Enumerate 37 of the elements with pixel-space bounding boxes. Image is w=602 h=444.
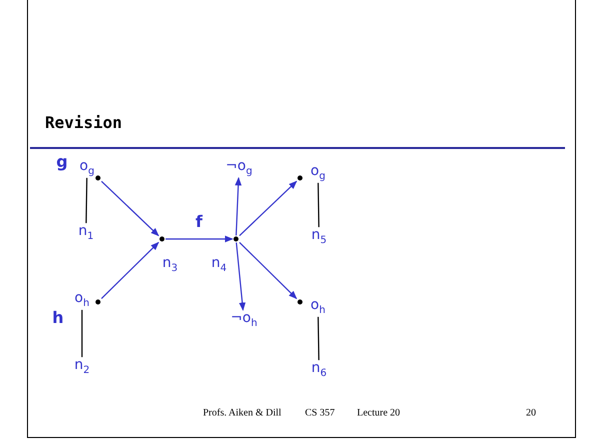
footer-text: CS 357 [305,408,335,418]
point-dot [160,236,164,242]
node-label: o$_{g}$ [80,159,94,177]
node-label: ¬o$_{h}$ [230,311,258,329]
arrow [239,242,298,300]
slide-title: Revision [45,113,122,132]
node-label: n$_{5}$ [311,228,327,246]
node-label: o$_{g}$ [310,164,326,182]
node-name: n$_{4}$ [211,256,227,274]
node-label: o$_{h}$ [310,298,326,316]
node-label: o$_{h}$ [74,291,90,309]
connector-line [318,316,320,360]
node-label: n$_{2}$ [74,358,90,376]
node-label: ¬o$_{g}$ [226,159,252,177]
function-label: h [52,310,64,326]
edge-label: f [196,214,202,230]
connector-line [81,310,83,358]
connector-line [86,178,88,224]
node-label: n$_{1}$ [78,224,94,242]
point-dot [298,300,302,304]
arrow [236,242,246,311]
arrow [239,180,298,236]
connector-line [318,182,320,228]
arrow [101,242,160,299]
arrow [166,236,234,242]
point-dot [298,176,302,180]
arrow [234,177,242,236]
point-dot [96,300,100,304]
footer-text: Profs. Aiken & Dill [203,408,282,418]
footer-text: 20 [526,408,536,418]
node-name: n$_{3}$ [162,256,178,274]
point-dot [96,176,100,180]
function-label: g [56,154,68,170]
point-dot [234,236,238,242]
arrow [101,180,160,236]
node-label: n$_{6}$ [311,361,327,379]
footer-text: Lecture 20 [357,408,400,418]
